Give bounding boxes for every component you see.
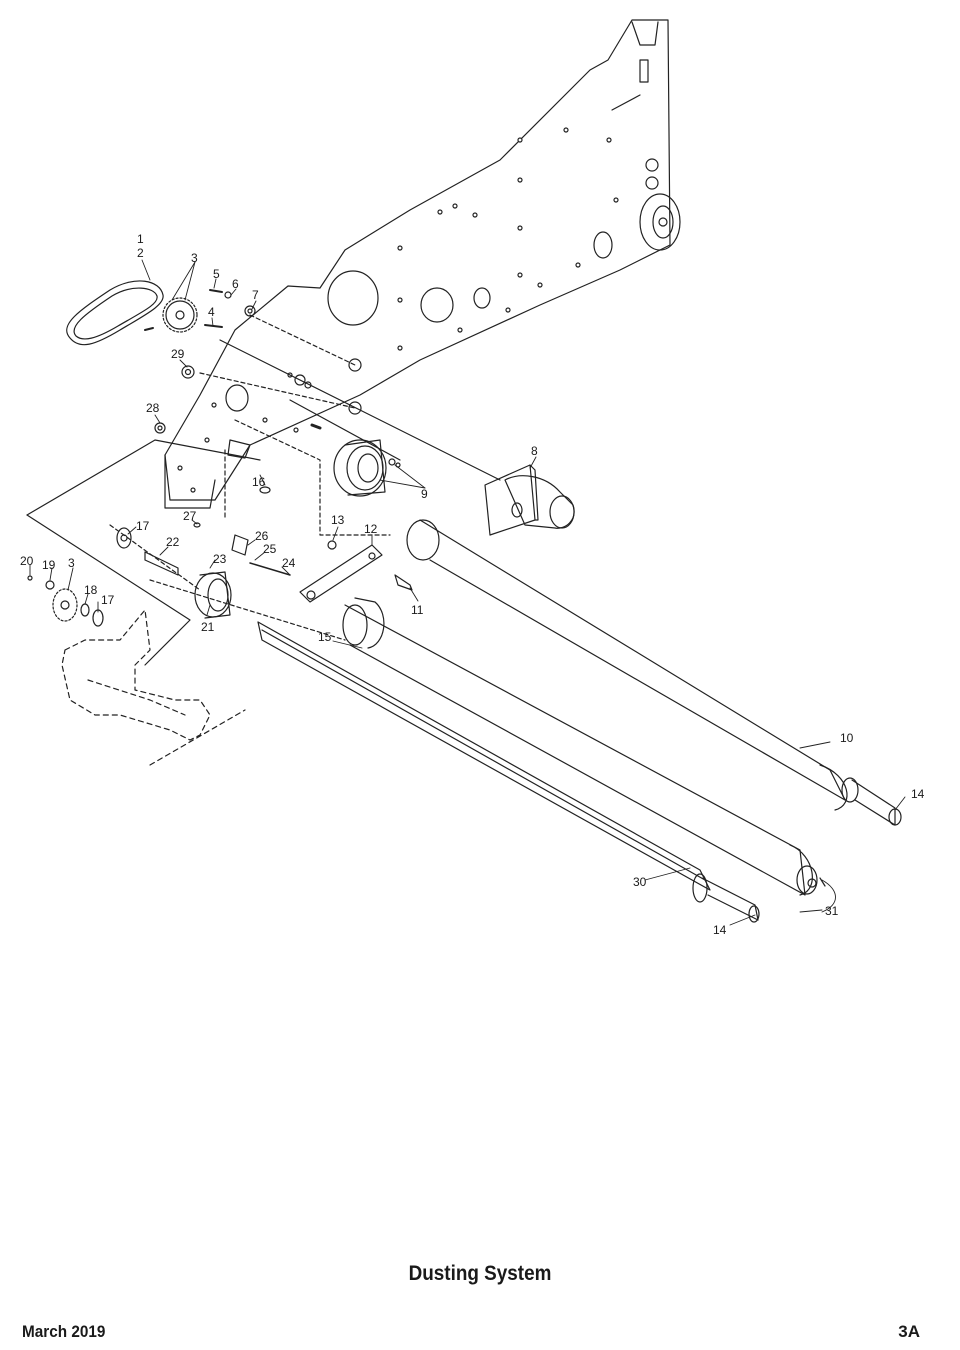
drive-belt — [66, 280, 164, 346]
callout-27: 27 — [183, 509, 197, 523]
callout-5: 5 — [213, 267, 220, 281]
callout-25: 25 — [263, 542, 277, 556]
callout-23: 23 — [213, 552, 227, 566]
long-bar — [257, 621, 760, 923]
callout-4: 4 — [208, 305, 215, 319]
callout-3-lower: 3 — [68, 556, 75, 570]
drive-sprocket — [162, 297, 198, 333]
shaft-line — [219, 339, 501, 481]
callout-18: 18 — [84, 583, 98, 597]
phantom-frame — [61, 609, 246, 766]
callout-2: 2 — [137, 246, 144, 260]
callout-17-lower: 17 — [101, 593, 115, 607]
callout-7: 7 — [252, 288, 259, 302]
lower-left-parts — [27, 439, 291, 627]
callout-11: 11 — [411, 603, 424, 617]
callout-3: 3 — [191, 251, 198, 265]
callout-31: 31 — [825, 904, 839, 918]
gear-motor — [484, 464, 575, 536]
callout-15: 15 — [318, 630, 332, 644]
assembly-axis-lines — [109, 314, 391, 641]
callout-1: 1 — [137, 232, 144, 246]
callout-24: 24 — [282, 556, 296, 570]
callout-28: 28 — [146, 401, 160, 415]
footer-date: March 2019 — [22, 1322, 106, 1341]
callout-12: 12 — [364, 522, 378, 536]
clutch-hub — [333, 439, 401, 497]
callout-21: 21 — [201, 620, 215, 634]
callout-26: 26 — [255, 529, 269, 543]
callout-17-upper: 17 — [136, 519, 150, 533]
callout-13: 13 — [331, 513, 345, 527]
callout-14-lower: 14 — [713, 923, 727, 937]
callout-19: 19 — [42, 558, 56, 572]
callout-9: 9 — [421, 487, 428, 501]
callout-10: 10 — [840, 731, 854, 745]
reference-frame-line — [26, 439, 261, 516]
lower-roller — [342, 597, 826, 896]
callout-8: 8 — [531, 444, 538, 458]
page-number: 3A — [898, 1322, 920, 1341]
callout-6: 6 — [232, 277, 239, 291]
callout-20: 20 — [20, 554, 34, 568]
page-title: Dusting System — [408, 1262, 552, 1285]
callout-14-upper: 14 — [911, 787, 925, 801]
callout-30: 30 — [633, 875, 647, 889]
callout-29: 29 — [171, 347, 185, 361]
upper-roller — [406, 519, 902, 826]
callout-22: 22 — [166, 535, 180, 549]
link-arm — [299, 540, 413, 603]
callout-16: 16 — [252, 475, 266, 489]
callout-leaders — [29, 259, 906, 926]
side-frame-plate — [164, 19, 681, 509]
